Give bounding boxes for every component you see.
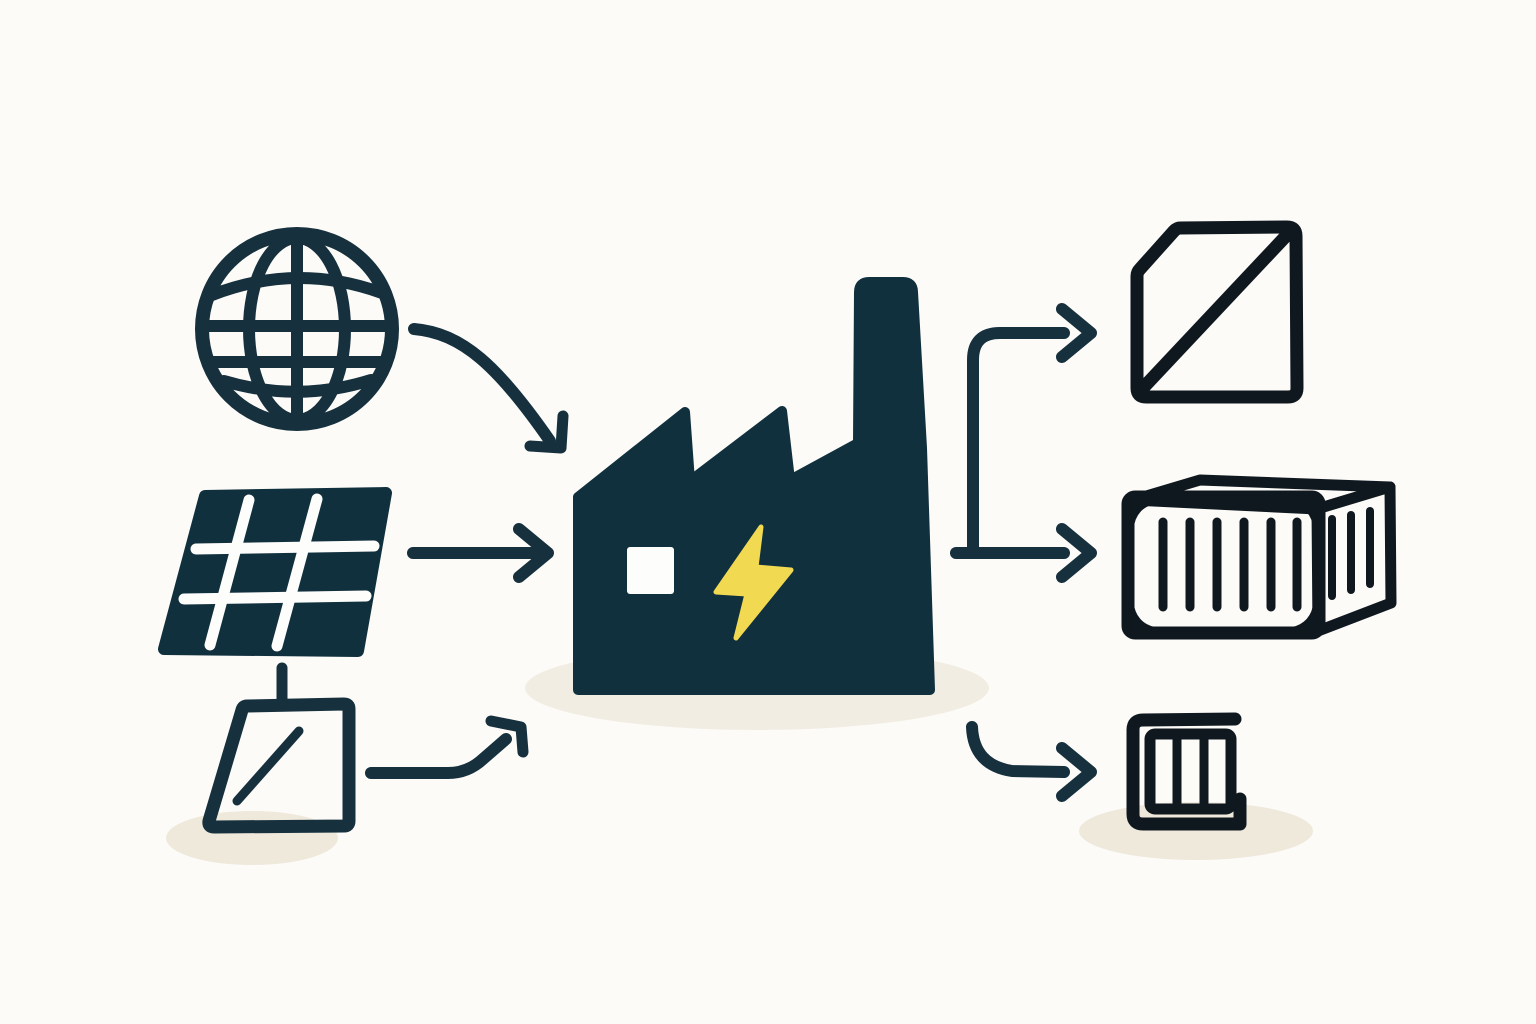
lightning-bolt-icon	[713, 524, 794, 641]
arrow-shaft	[966, 721, 1070, 778]
arrow-globe-to-factory	[408, 323, 569, 454]
mirror-panel-shadow	[166, 811, 338, 865]
arrowhead-right	[513, 523, 554, 583]
flow-arrows	[365, 303, 1097, 802]
solar-panel-body	[158, 487, 392, 657]
factory-icon	[573, 277, 935, 695]
mirror-panel-frame	[202, 697, 356, 834]
building-window-grid	[1144, 728, 1237, 815]
arrowhead-up-right	[485, 715, 529, 758]
arrow-shaft	[365, 733, 512, 779]
mirror-panel-icon	[202, 697, 356, 834]
container-icon	[1121, 474, 1397, 640]
solar-panel-icon	[158, 487, 392, 707]
arrow-mirror-to-factory	[365, 715, 529, 779]
arrow-factory-to-building	[966, 721, 1097, 802]
container-front-face	[1121, 490, 1326, 640]
arrow-solar-to-factory	[407, 523, 554, 583]
arrowhead-right	[1056, 523, 1097, 583]
factory-window	[627, 547, 674, 594]
container-corner-br	[1292, 603, 1313, 627]
solar-grid-v2	[271, 493, 323, 652]
container-corrugations	[1158, 517, 1302, 612]
box-diagonal	[1136, 229, 1293, 395]
factory-silhouette	[573, 277, 935, 695]
arrowhead-right	[1056, 303, 1097, 363]
arrow-shaft	[967, 327, 1070, 558]
building-icon	[1126, 712, 1247, 831]
globe-latitude-upper	[206, 272, 388, 301]
building-frame	[1126, 712, 1247, 831]
container-corner-bl	[1134, 603, 1155, 627]
container-corner-tl	[1134, 504, 1155, 528]
solar-grid-v1	[204, 494, 255, 651]
mirror-glint	[232, 726, 304, 806]
box-icon	[1130, 220, 1304, 404]
arrowhead-down-right	[524, 410, 569, 454]
solar-grid-h2	[178, 590, 372, 605]
globe-latitude-lower	[218, 374, 377, 398]
arrow-factory-to-box	[967, 303, 1097, 558]
solar-grid-h1	[190, 540, 380, 555]
globe-icon	[195, 227, 399, 431]
arrowhead-right	[1056, 742, 1097, 802]
arrow-shaft	[408, 323, 556, 447]
container-corner-castings	[1134, 504, 1313, 627]
container-corner-tr	[1292, 504, 1313, 528]
